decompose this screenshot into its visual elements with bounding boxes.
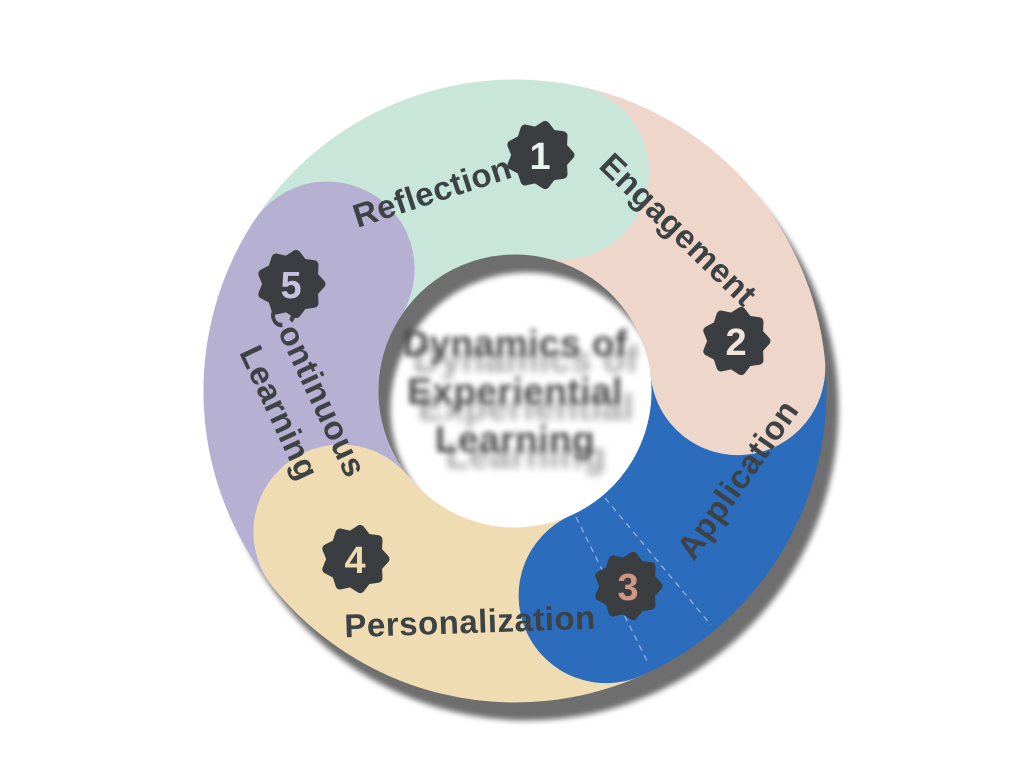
badge-2-number: 2 xyxy=(725,322,746,364)
diagram-title-line-1: Dynamics of xyxy=(402,323,628,364)
badge-5: 5 xyxy=(263,254,321,313)
badge-3: 3 xyxy=(600,556,658,615)
badge-1-number: 1 xyxy=(529,136,550,178)
badge-1: 1 xyxy=(512,125,570,184)
badge-3-number: 3 xyxy=(617,567,638,609)
segment-divider-line xyxy=(604,497,712,626)
badge-4: 4 xyxy=(327,529,385,588)
segment-label-personalization: Personalization xyxy=(344,599,597,645)
badge-5-number: 5 xyxy=(280,265,301,307)
diagram-title-line-2: Experiential xyxy=(407,371,623,412)
badge-4-number: 4 xyxy=(344,540,365,582)
badge-2: 2 xyxy=(708,311,766,370)
diagram-title: Dynamics of Experiential Learning xyxy=(335,320,695,464)
diagram-title-line-3: Learning xyxy=(434,419,596,460)
